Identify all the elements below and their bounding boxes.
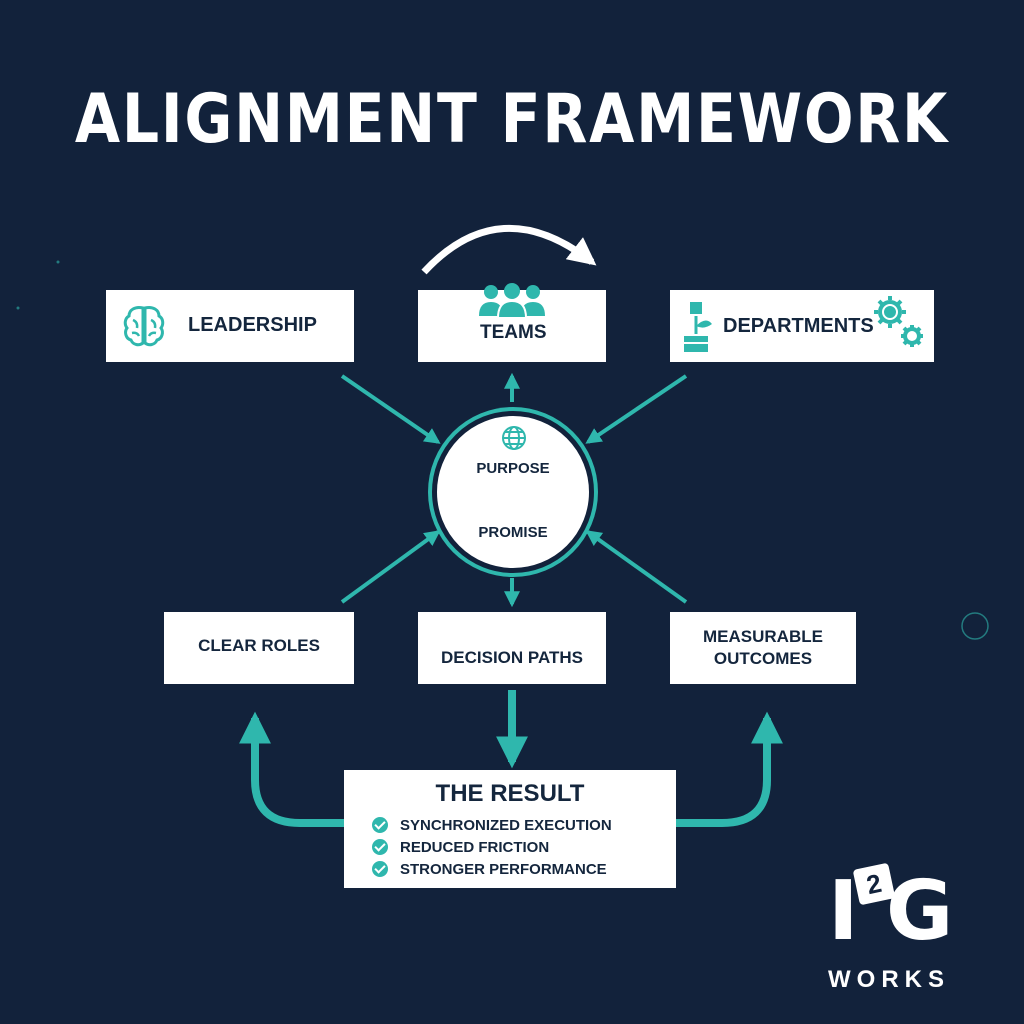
arrow-result-outcomes xyxy=(676,711,783,827)
check-icon xyxy=(372,861,388,877)
decision-paths-label: DECISION PATHS xyxy=(441,648,583,667)
logo-word: WORKS xyxy=(828,966,950,993)
departments-label: DEPARTMENTS xyxy=(723,315,874,337)
measurable-outcomes-box: MEASURABLE OUTCOMES xyxy=(670,612,856,684)
arrow-clearroles-center xyxy=(340,530,441,604)
purpose-promise-circle: PURPOSE PROMISE xyxy=(432,411,594,573)
page-title: ALIGNMENT FRAMEWORK xyxy=(74,80,950,159)
decor-dot xyxy=(56,260,60,264)
check-icon xyxy=(372,817,388,833)
gears-icon xyxy=(874,296,923,347)
result-item: SYNCHRONIZED EXECUTION xyxy=(372,814,612,836)
teams-label: TEAMS xyxy=(480,322,547,343)
brain-icon xyxy=(123,306,165,347)
plant-icon xyxy=(684,302,712,352)
clear-roles-box: CLEAR ROLES xyxy=(164,612,354,684)
decor-ring xyxy=(961,612,989,640)
result-item-label: STRONGER PERFORMANCE xyxy=(400,860,607,878)
measurable-outcomes-label-line2: OUTCOMES xyxy=(713,649,813,668)
result-list: SYNCHRONIZED EXECUTION REDUCED FRICTION … xyxy=(372,814,612,880)
result-item-label: SYNCHRONIZED EXECUTION xyxy=(400,816,612,834)
measurable-outcomes-label-line1: MEASURABLE xyxy=(703,627,823,646)
cycle-arrow xyxy=(421,224,597,275)
arrow-departments-center xyxy=(585,374,688,444)
arrow-leadership-center xyxy=(340,374,441,444)
leadership-label: LEADERSHIP xyxy=(188,314,317,336)
result-item-label: REDUCED FRICTION xyxy=(400,838,550,856)
logo-mark-g: G xyxy=(886,864,954,959)
leadership-box: LEADERSHIP xyxy=(106,290,354,362)
teams-box: TEAMS xyxy=(418,283,606,362)
arrow-result-clearroles xyxy=(239,711,344,827)
result-box: THE RESULT SYNCHRONIZED EXECUTION REDUCE… xyxy=(344,770,676,888)
check-icon xyxy=(372,839,388,855)
team-icon xyxy=(479,283,545,319)
purpose-label: PURPOSE xyxy=(476,460,550,477)
arrow-outcomes-center xyxy=(585,530,688,604)
decor-dot xyxy=(16,306,20,310)
i2g-works-logo: I 2 G WORKS xyxy=(826,862,966,1002)
result-item: STRONGER PERFORMANCE xyxy=(372,858,612,880)
departments-box: DEPARTMENTS xyxy=(670,290,934,362)
globe-icon xyxy=(502,426,526,450)
clear-roles-label: CLEAR ROLES xyxy=(198,636,320,655)
decision-paths-box: DECISION PATHS xyxy=(418,612,606,684)
result-title: THE RESULT xyxy=(435,780,585,807)
result-item: REDUCED FRICTION xyxy=(372,836,612,858)
logo-mark-i: I xyxy=(828,864,859,959)
promise-label: PROMISE xyxy=(478,524,548,541)
